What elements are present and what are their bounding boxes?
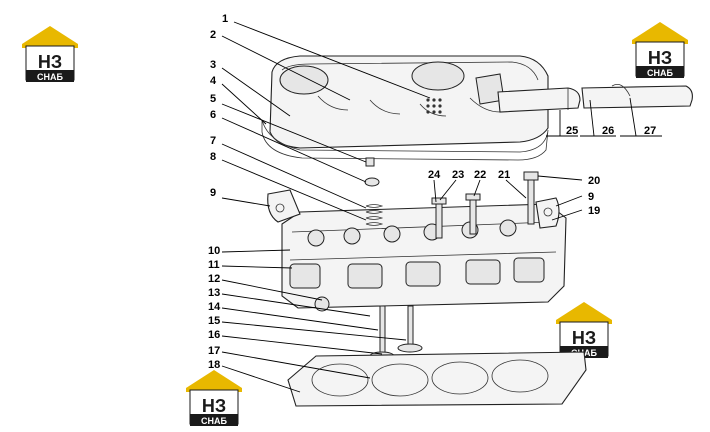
logo-word: СНАБ: [201, 416, 227, 426]
callout-22: 22: [474, 169, 486, 181]
valve-cover: [269, 55, 549, 149]
callout-5: 5: [210, 93, 216, 105]
logo-roof: [556, 302, 612, 324]
cylinder-head: [281, 203, 567, 312]
logo-word: СНАБ: [647, 68, 673, 78]
callout-20: 20: [588, 175, 600, 187]
callout-4: 4: [210, 75, 217, 87]
logo-mid-right: НЗ СНАБ: [556, 302, 612, 358]
callout-18: 18: [208, 359, 220, 371]
callout-24: 24: [428, 169, 441, 181]
head-ports: [289, 257, 545, 289]
callout-15: 15: [208, 315, 220, 327]
logo-top-left: НЗ СНАБ: [22, 26, 78, 82]
logo-mark: НЗ: [648, 48, 672, 68]
callout-27: 27: [644, 125, 656, 137]
callout-6: 6: [210, 109, 216, 121]
callout-9-left: 9: [210, 187, 216, 199]
callout-11: 11: [208, 259, 220, 271]
callout-16: 16: [208, 329, 220, 341]
logo-top-right: НЗ СНАБ: [632, 22, 688, 78]
leader-lines: [221, 21, 662, 393]
breather-hose: [497, 83, 693, 113]
logo-bottom-left: НЗ СНАБ: [186, 370, 242, 426]
callout-13: 13: [208, 287, 220, 299]
callout-17: 17: [208, 345, 220, 357]
callout-14: 14: [208, 301, 221, 313]
callout-8: 8: [210, 151, 216, 163]
head-bosses: [307, 219, 517, 247]
callout-26: 26: [602, 125, 614, 137]
callout-7: 7: [210, 135, 216, 147]
callout-10: 10: [208, 245, 220, 257]
callout-1: 1: [222, 13, 228, 25]
callout-25: 25: [566, 125, 578, 137]
logo-mark: НЗ: [38, 52, 62, 72]
cover-bolt-grid: [426, 98, 442, 114]
lifting-eye-right: [535, 197, 560, 229]
head-gasket: [287, 351, 587, 407]
callout-2: 2: [210, 29, 216, 41]
callout-21: 21: [498, 169, 510, 181]
logo-roof: [186, 370, 242, 392]
logo-mark: НЗ: [572, 328, 596, 348]
head-bolts: [431, 171, 539, 239]
logo-roof: [22, 26, 78, 48]
logo-word: СНАБ: [37, 72, 63, 82]
callout-23: 23: [452, 169, 464, 181]
callout-labels: 1 2 3 4 5 6 7 8 9 10 11 12 13 14 15 16 1…: [208, 13, 656, 371]
callout-19: 19: [588, 205, 600, 217]
logo-roof: [632, 22, 688, 44]
callout-12: 12: [208, 273, 220, 285]
callout-3: 3: [210, 59, 216, 71]
logo-mark: НЗ: [202, 396, 226, 416]
callout-9-right: 9: [588, 191, 594, 203]
valve-spring: [364, 157, 384, 226]
cover-gasket: [261, 119, 549, 161]
